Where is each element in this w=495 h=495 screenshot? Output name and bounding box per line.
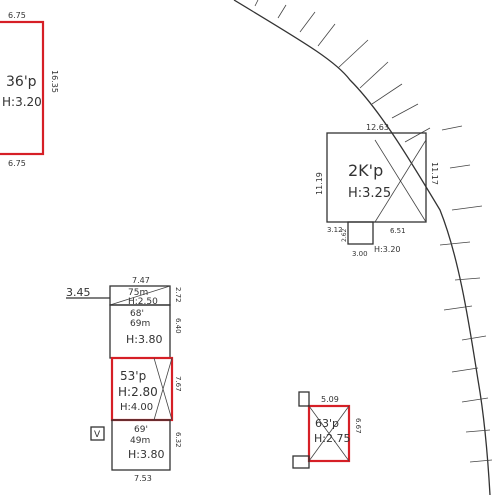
- building-2kp-annex-left: 3.12: [327, 226, 343, 234]
- stack-level: 3.45: [66, 286, 91, 299]
- stack-dim-bottom: 7.53: [134, 474, 152, 483]
- boundary-hatching: [254, 0, 493, 463]
- building-2kp-height: H:3.25: [348, 186, 391, 201]
- stack-bot-name: 69': [134, 425, 148, 435]
- building-2kp-annex-height: H:3.20: [374, 245, 401, 254]
- building-36p-name: 36'p: [6, 74, 37, 90]
- stack-top-side: 2.72: [174, 287, 182, 303]
- stack-mid-name: 68': [130, 309, 144, 319]
- stack-mid-side: 6.40: [174, 318, 182, 334]
- building-2kp-dim-right: 11.17: [430, 162, 439, 185]
- stack-top-diag: [109, 285, 171, 306]
- building-2kp-dim-left: 11.19: [315, 172, 324, 195]
- boundary-curve: [233, 0, 491, 495]
- building-2kp-annex: [347, 221, 374, 245]
- stack-bot-side: 6.32: [174, 432, 182, 448]
- building-63p[interactable]: 5.09 63'p H:2.75 6.67: [292, 391, 362, 469]
- building-2kp-dim-top: 12.63: [366, 123, 389, 132]
- building-63p-outline: [307, 404, 351, 463]
- stack-marker-box: [90, 426, 105, 441]
- building-36p-outline: [0, 20, 45, 156]
- building-63p-annex-bottom: [292, 455, 310, 469]
- building-stack[interactable]: 7.47 3.45 75m H:2.50 2.72 68' 69m H:3.80…: [66, 276, 182, 483]
- stack-red-height2: H:4.00: [120, 402, 153, 413]
- building-36p-dim-top: 6.75: [8, 11, 26, 20]
- building-2kp-outline: [326, 132, 427, 223]
- building-2kp-annex-bottom: 3.00: [352, 250, 368, 258]
- stack-bot-sub: 49m: [130, 436, 150, 446]
- building-63p-height: H:2.75: [314, 432, 350, 445]
- building-63p-dim-top: 5.09: [321, 395, 339, 404]
- building-2kp-diag-2: [374, 139, 427, 223]
- stack-red-height: H:2.80: [118, 385, 158, 399]
- stack-bot-height: H:3.80: [128, 448, 164, 461]
- building-36p[interactable]: 6.75 36'p H:3.20 16.35 6.75: [0, 11, 59, 168]
- building-63p-name: 63'p: [315, 417, 339, 430]
- stack-red-diag-2: [153, 357, 173, 421]
- stack-marker: V: [94, 430, 101, 440]
- stack-top-name: 75m: [128, 288, 148, 298]
- stack-bot-block: [111, 419, 171, 471]
- building-63p-annex-top: [298, 391, 310, 407]
- stack-dim-top: 7.47: [132, 276, 150, 285]
- building-63p-diag-2: [308, 405, 350, 462]
- stack-mid-sub: 69m: [130, 319, 150, 329]
- building-2kp-annex-side: 2.62: [341, 228, 348, 242]
- building-63p-dim-side: 6.67: [354, 418, 362, 434]
- stack-red-name: 53'p: [120, 369, 146, 383]
- building-36p-height: H:3.20: [2, 95, 42, 109]
- building-2kp-name: 2K'p: [348, 161, 383, 180]
- stack-red-side: 7.67: [174, 376, 182, 392]
- stack-top-height: H:2.50: [128, 297, 158, 307]
- building-36p-dim-bottom: 6.75: [8, 159, 26, 168]
- stack-mid-height: H:3.80: [126, 333, 162, 346]
- building-2kp[interactable]: 12.63 2K'p H:3.25 11.19 11.17 6.51 3.12 …: [315, 123, 439, 258]
- building-36p-dim-side: 16.35: [50, 70, 59, 93]
- building-2kp-dim-bottom-right: 6.51: [390, 227, 406, 235]
